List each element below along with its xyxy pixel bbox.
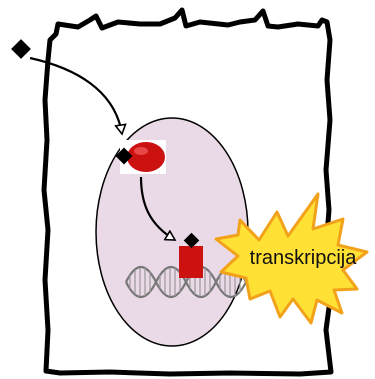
ligand-outside [11,39,31,59]
nucleus [96,118,248,346]
receptor [127,142,165,172]
receptor-on-dna [179,246,203,278]
transcription-label: transkripcija [250,247,358,269]
receptor-ligand-complex [116,140,166,174]
